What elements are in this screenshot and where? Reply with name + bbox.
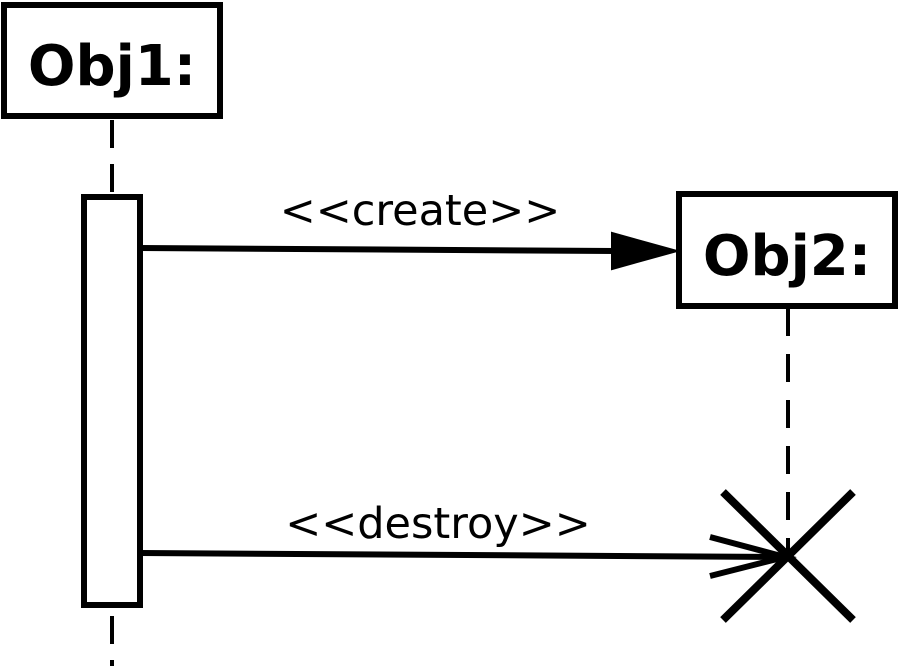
- destroy-message-line: [139, 550, 786, 560]
- create-message: <<create>>: [139, 186, 681, 271]
- obj2-label: Obj2:: [703, 224, 871, 289]
- destroy-message: <<destroy>>: [139, 499, 797, 579]
- destroy-message-label: <<destroy>>: [285, 499, 591, 549]
- create-message-label: <<create>>: [280, 186, 561, 236]
- destruction-x-icon: [720, 489, 856, 623]
- obj2-box: Obj2:: [676, 191, 898, 309]
- create-arrowhead: [611, 231, 681, 271]
- obj1-box: Obj1:: [1, 2, 223, 119]
- obj1-label: Obj1:: [28, 34, 196, 99]
- obj1-activation-bar: [81, 194, 143, 608]
- create-message-line: [139, 245, 616, 254]
